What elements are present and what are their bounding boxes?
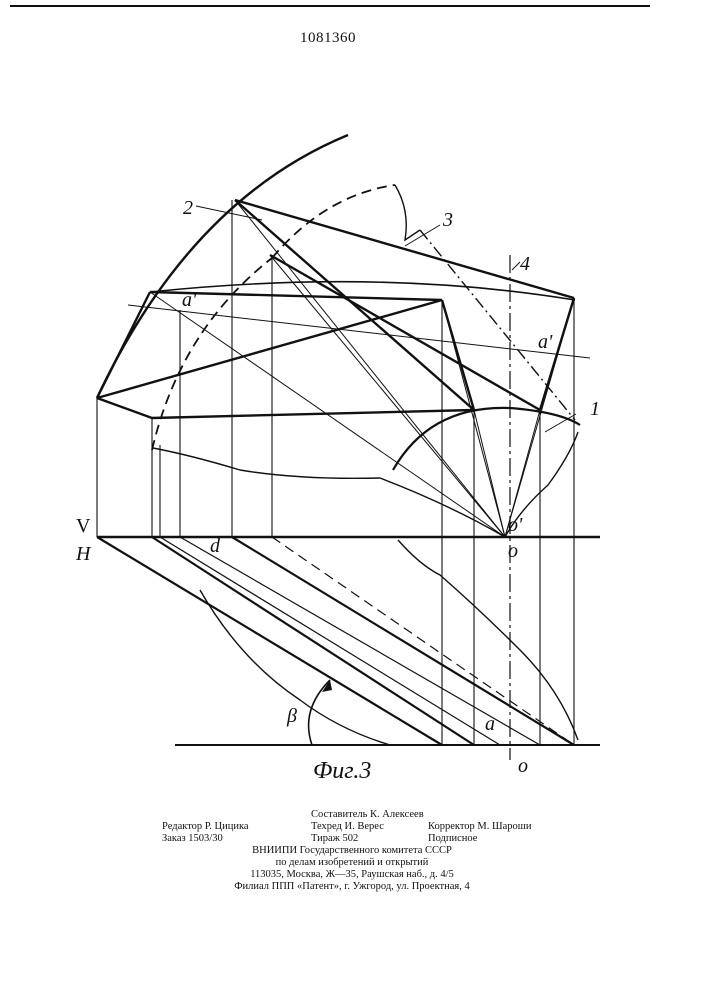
line-3-dashdot — [420, 230, 575, 420]
label-o-upper: o — [508, 540, 518, 562]
fan-edges — [97, 200, 574, 418]
h-projection-lines — [97, 537, 574, 745]
label-4: 4 — [520, 253, 530, 275]
label-a-prime-left: a' — [182, 289, 197, 311]
label-h: H — [75, 543, 92, 565]
break-line-top — [395, 185, 420, 240]
label-d-lower: d — [210, 535, 221, 557]
break-line-lower-right — [398, 540, 578, 740]
label-a-lower: a — [485, 713, 495, 735]
label-3: 3 — [442, 209, 453, 231]
figure-caption: Фиг.3 — [313, 758, 371, 784]
label-v: V — [76, 515, 91, 537]
label-1: 1 — [590, 398, 600, 420]
label-o-lower: o — [518, 755, 528, 777]
label-2: 2 — [183, 197, 193, 219]
label-beta: β — [286, 705, 297, 727]
imprint-address2: Филиал ППП «Патент», г. Ужгород, ул. Про… — [162, 880, 542, 893]
inner-arc-upper — [272, 185, 395, 258]
label-a-prime-right: a' — [538, 331, 553, 353]
label-o-prime: o' — [508, 514, 523, 536]
